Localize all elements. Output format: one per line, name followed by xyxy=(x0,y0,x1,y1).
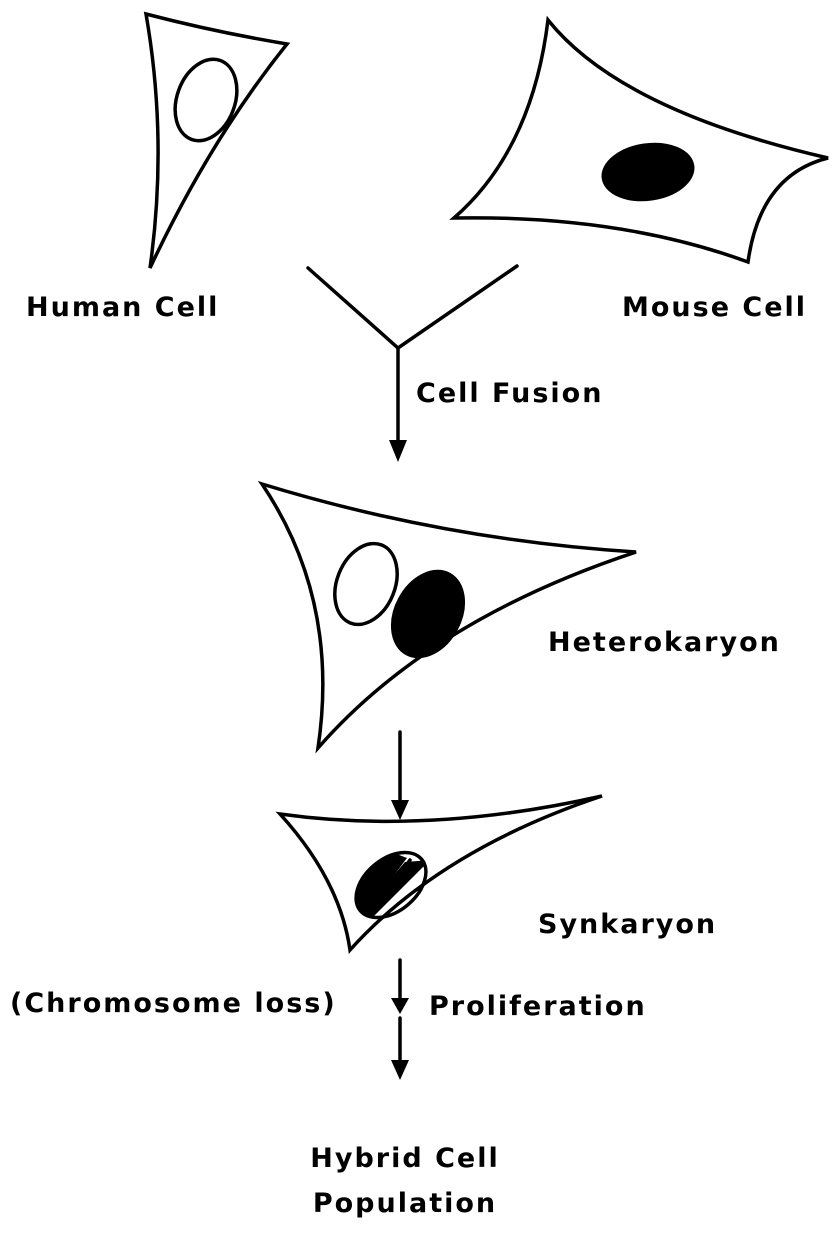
synkaryon-label: Synkaryon xyxy=(538,911,717,938)
heterokaryon-mouse-nucleus xyxy=(379,559,478,669)
human-cell-membrane xyxy=(146,14,287,268)
mouse-cell-label: Mouse Cell xyxy=(622,294,807,321)
arrow-2-arrowhead xyxy=(391,800,409,820)
heterokaryon-label: Heterokaryon xyxy=(548,629,781,656)
mouse-cell-nucleus xyxy=(600,139,697,205)
mouse-cell-membrane xyxy=(454,20,828,262)
hybrid-cell-population-line2: Population xyxy=(290,1190,520,1217)
fusion-arrowhead xyxy=(389,440,407,462)
fusion-connector xyxy=(308,266,517,348)
synkaryon-nucleus xyxy=(330,839,438,960)
chromosome-loss-label: (Chromosome loss) xyxy=(10,990,337,1017)
arrow-3-arrowhead xyxy=(391,998,409,1014)
arrow-4-arrowhead xyxy=(391,1060,409,1080)
human-cell-nucleus xyxy=(164,51,247,150)
cell-fusion-label: Cell Fusion xyxy=(416,380,603,407)
proliferation-label: Proliferation xyxy=(429,993,647,1020)
hybrid-cell-population-line1: Hybrid Cell xyxy=(290,1145,520,1172)
human-cell-label: Human Cell xyxy=(26,294,219,321)
